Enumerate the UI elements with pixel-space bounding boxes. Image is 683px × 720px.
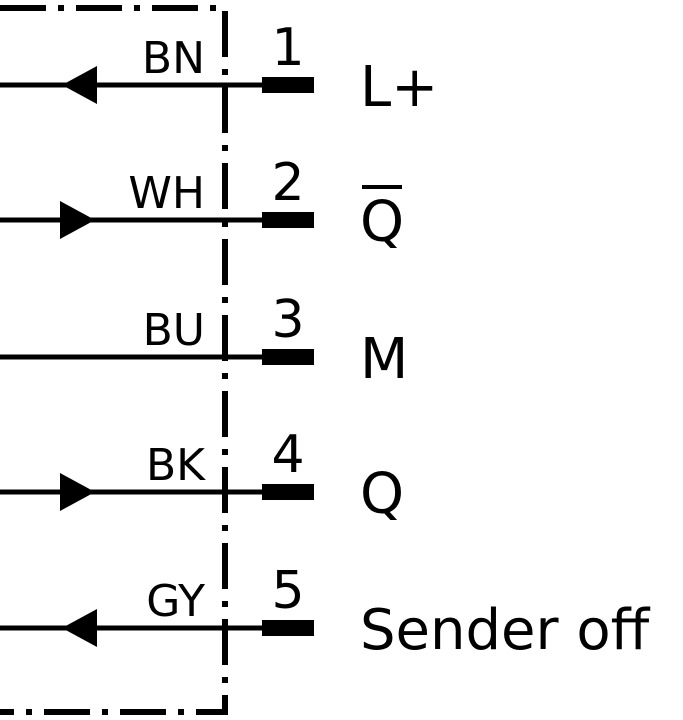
pin-terminal bbox=[262, 77, 314, 93]
wire-color-label: BK bbox=[146, 440, 206, 491]
wire-color-label: GY bbox=[146, 576, 205, 627]
signal-label: M bbox=[360, 327, 408, 392]
signal-label: Sender off bbox=[360, 598, 651, 663]
pin-row-3: BU 3M bbox=[0, 290, 408, 392]
wire-color-label: WH bbox=[128, 168, 205, 219]
pin-number: 2 bbox=[271, 153, 304, 213]
signal-label: Q bbox=[360, 462, 404, 527]
arrow-right-icon bbox=[60, 201, 95, 239]
pin-terminal bbox=[262, 620, 314, 636]
pin-terminal bbox=[262, 349, 314, 365]
housing-boundary bbox=[0, 5, 228, 715]
arrow-left-icon bbox=[62, 66, 97, 104]
pin-row-4: BK 4Q bbox=[0, 425, 404, 527]
pin-number: 5 bbox=[271, 561, 304, 621]
pin-number: 3 bbox=[271, 290, 304, 350]
wire-color-label: BN bbox=[142, 33, 205, 84]
signal-label: Q bbox=[360, 190, 404, 255]
pin-number: 4 bbox=[271, 425, 304, 485]
pin-terminal bbox=[262, 212, 314, 228]
pin-terminal bbox=[262, 484, 314, 500]
pin-row-2: WH 2Q bbox=[0, 153, 404, 255]
wire-color-label: BU bbox=[143, 305, 205, 356]
pin-number: 1 bbox=[271, 18, 304, 78]
arrow-right-icon bbox=[60, 473, 95, 511]
signal-label: L+ bbox=[360, 55, 438, 120]
arrow-left-icon bbox=[62, 609, 97, 647]
pin-row-1: BN 1L+ bbox=[0, 18, 438, 120]
